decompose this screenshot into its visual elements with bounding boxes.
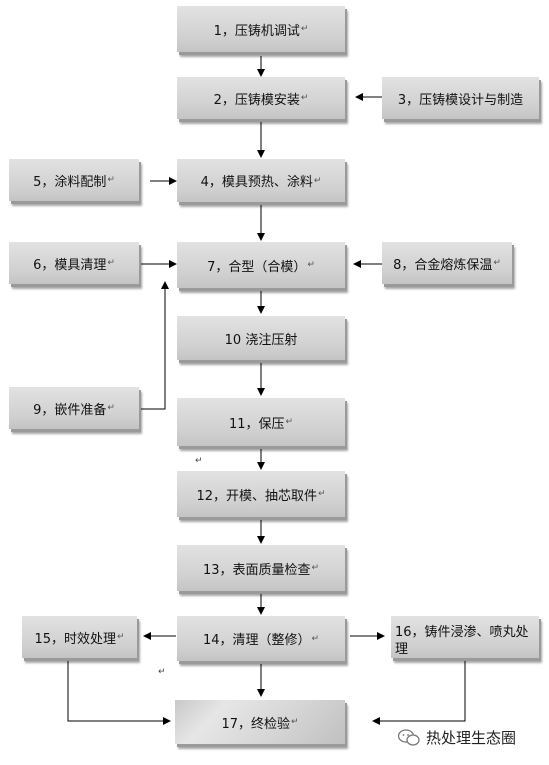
paragraph-mark: ↵	[158, 667, 166, 677]
paragraph-mark: ↵	[493, 258, 501, 268]
paragraph-mark: ↵	[291, 717, 299, 727]
step-6-label: 6，模具清理	[33, 257, 107, 273]
step-9-label: 9，嵌件准备	[33, 402, 107, 418]
step-7-box: 7，合型（合模）↵	[177, 242, 345, 288]
paragraph-mark: ↵	[195, 456, 203, 466]
step-13-label: 13，表面质量检查	[202, 562, 311, 578]
arrow-15-to-17	[67, 660, 171, 725]
paragraph-mark: ↵	[311, 633, 320, 644]
step-13-box: 13，表面质量检查↵	[177, 545, 345, 591]
step-15-box: 15，时效处理↵	[22, 616, 137, 658]
step-4-box: 4，模具预热、涂料↵	[177, 159, 345, 202]
watermark-text: 热处理生态圈	[426, 729, 517, 747]
step-1-label: 1，压铸机调试	[213, 23, 300, 39]
step-16-label: 16，铸件浸渗、喷丸处理	[395, 625, 529, 657]
step-5-label: 5，涂料配制	[33, 174, 107, 190]
step-2-label: 2，压铸模安装	[213, 92, 300, 108]
paragraph-mark: ↵	[318, 489, 326, 499]
step-9-box: 9，嵌件准备↵	[9, 387, 139, 429]
step-11-label: 11，保压	[228, 416, 285, 432]
step-3-label: 3，压铸模设计与制造	[397, 92, 524, 108]
step-5-box: 5，涂料配制↵	[9, 159, 139, 201]
step-15-label: 15，时效处理	[34, 631, 116, 647]
arrow-9-to-7	[140, 281, 169, 410]
step-17-box: 17，终检验↵	[175, 700, 345, 744]
wechat-icon	[397, 728, 420, 747]
step-2-box: 2，压铸模安装↵	[177, 77, 345, 119]
paragraph-mark: ↵	[107, 175, 115, 185]
step-8-box: 8，合金熔炼保温↵	[382, 242, 512, 284]
step-8-label: 8，合金熔炼保温	[393, 257, 493, 273]
step-14-box: 14，清理（整修）↵	[177, 616, 345, 661]
step-10-label: 10 浇注压射	[224, 332, 298, 348]
step-4-label: 4，模具预热、涂料	[200, 175, 313, 190]
step-17-label: 17，终检验	[221, 716, 290, 732]
step-16-box: 16，铸件浸渗、喷丸处理	[391, 616, 539, 658]
paragraph-mark: ↵	[285, 417, 294, 427]
paragraph-mark: ↵	[300, 24, 309, 34]
step-11-box: 11，保压↵	[177, 398, 345, 446]
arrow-16-to-17	[372, 660, 466, 725]
paragraph-mark: ↵	[107, 403, 115, 413]
paragraph-mark: ↵	[117, 632, 125, 642]
step-14-label: 14，清理（整修）	[202, 633, 311, 648]
step-1-box: 1，压铸机调试↵	[177, 6, 345, 52]
step-12-label: 12，开模、抽芯取件	[196, 488, 317, 504]
paragraph-mark: ↵	[307, 260, 315, 270]
step-3-box: 3，压铸模设计与制造	[382, 77, 539, 119]
paragraph-mark: ↵	[300, 93, 309, 103]
paragraph-mark: ↵	[311, 563, 320, 573]
step-10-box: 10 浇注压射	[177, 316, 345, 360]
watermark: 热处理生态圈	[397, 727, 517, 748]
paragraph-mark: ↵	[313, 175, 322, 186]
step-7-label: 7，合型（合模）	[207, 259, 307, 275]
step-12-box: 12，开模、抽芯取件↵	[177, 471, 345, 517]
step-6-box: 6，模具清理↵	[9, 242, 139, 284]
paragraph-mark: ↵	[107, 258, 115, 268]
